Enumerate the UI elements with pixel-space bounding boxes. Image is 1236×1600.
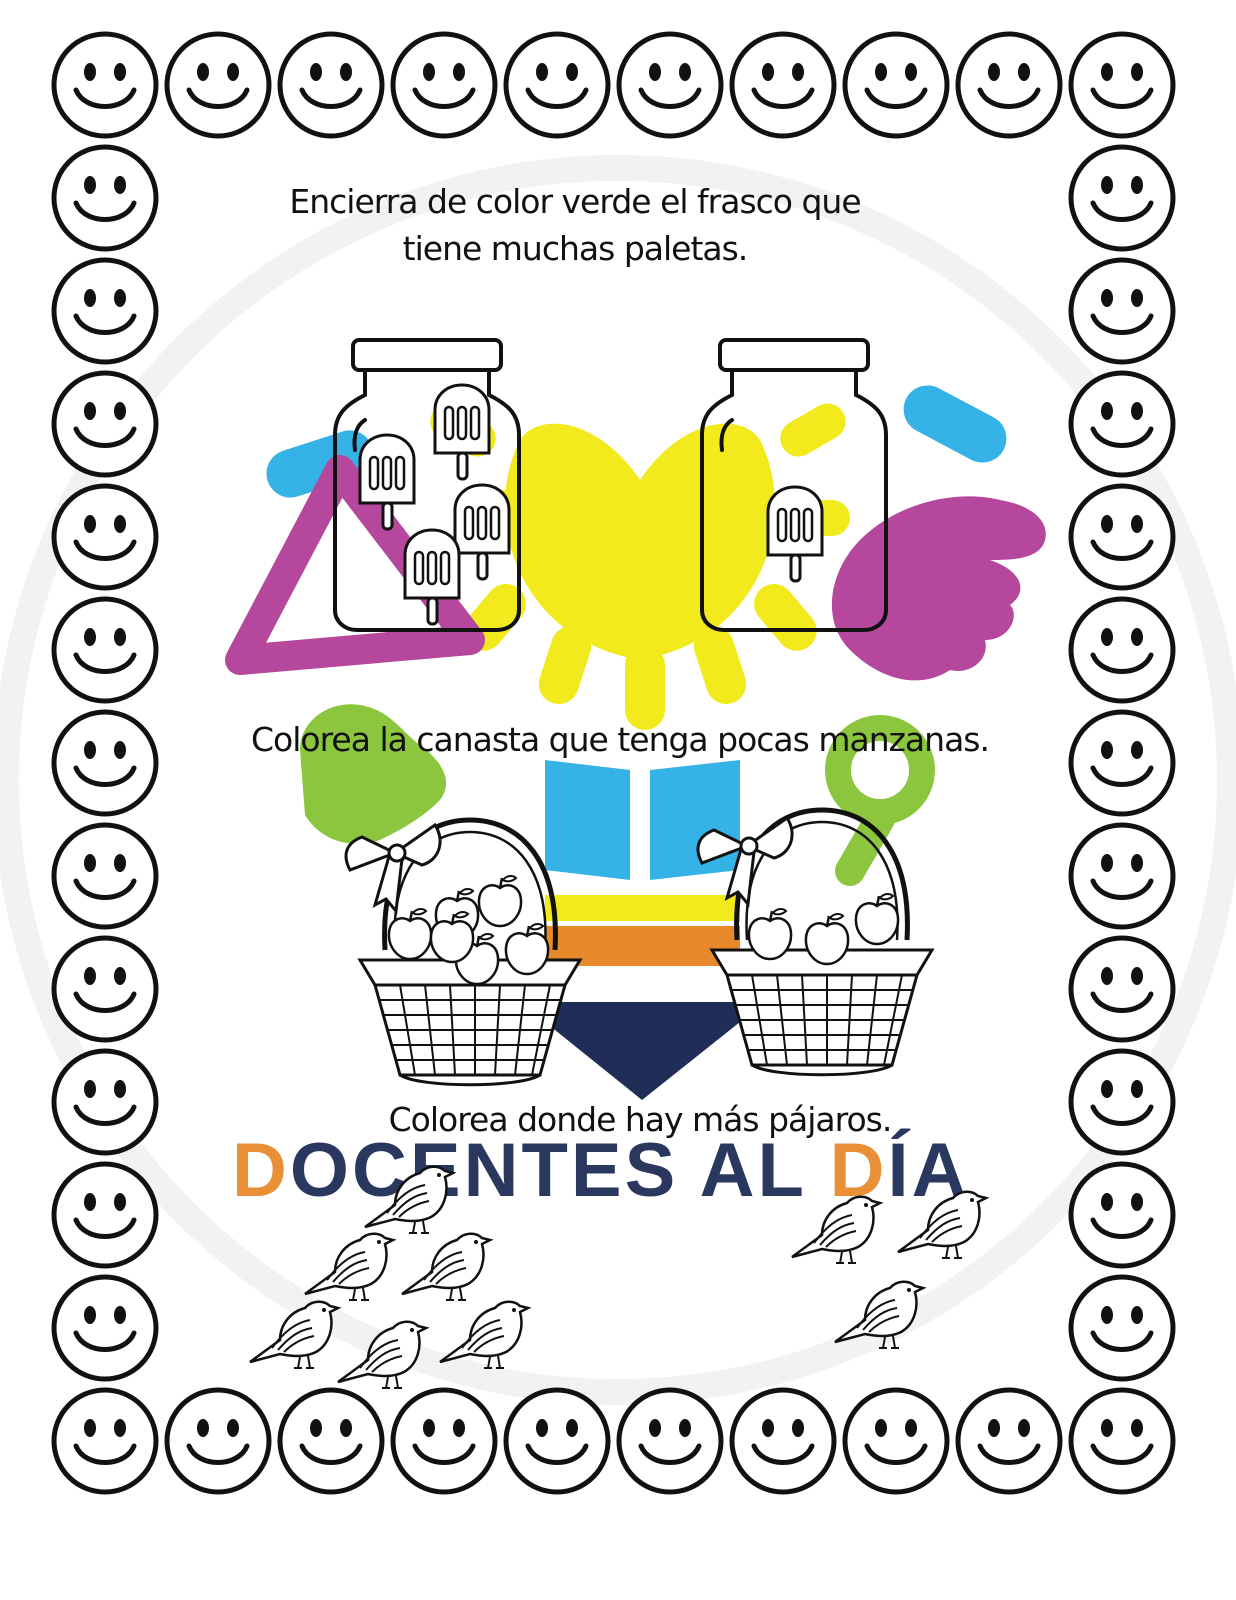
instruction-jars: Encierra de color verde el frasco que ti… xyxy=(255,178,895,272)
smiley-face-icon xyxy=(1067,256,1177,366)
bird-icon xyxy=(336,1320,428,1390)
smiley-face-icon xyxy=(615,30,725,140)
smiley-face-icon xyxy=(1067,1386,1177,1496)
smiley-face-icon xyxy=(1067,821,1177,931)
smiley-face-icon xyxy=(50,1160,160,1270)
instruction-jars-line-1: Encierra de color verde el frasco que xyxy=(289,182,861,221)
smiley-face-icon xyxy=(502,30,612,140)
bird-icon xyxy=(400,1232,492,1302)
popsicle-icon xyxy=(358,433,416,531)
smiley-face-icon xyxy=(1067,595,1177,705)
smiley-face-icon xyxy=(276,30,386,140)
smiley-face-icon xyxy=(276,1386,386,1496)
smiley-face-icon xyxy=(163,30,273,140)
smiley-face-icon xyxy=(1067,1047,1177,1157)
smiley-face-icon xyxy=(1067,1273,1177,1383)
birds-group-many xyxy=(248,1165,530,1390)
instruction-baskets: Colorea la canasta que tenga pocas manza… xyxy=(251,720,990,759)
bird-icon xyxy=(303,1232,395,1302)
smiley-face-icon xyxy=(163,1386,273,1496)
smiley-face-icon xyxy=(728,30,838,140)
bow-icon xyxy=(696,816,794,906)
smiley-face-icon xyxy=(954,30,1064,140)
smiley-face-icon xyxy=(841,1386,951,1496)
popsicle-icon xyxy=(766,485,824,583)
smiley-face-icon xyxy=(50,1273,160,1383)
green-hand-icon xyxy=(300,704,447,844)
apple-icon xyxy=(477,874,523,928)
smiley-face-icon xyxy=(1067,369,1177,479)
smiley-face-icon xyxy=(50,934,160,1044)
smiley-face-icon xyxy=(50,1386,160,1496)
smiley-face-icon xyxy=(1067,482,1177,592)
smiley-face-icon xyxy=(50,708,160,818)
pencil-icon xyxy=(545,895,740,1100)
smiley-face-icon xyxy=(50,482,160,592)
smiley-face-icon xyxy=(1067,30,1177,140)
smiley-face-icon xyxy=(728,1386,838,1496)
watermark-circle xyxy=(0,155,1236,1405)
smiley-face-icon xyxy=(1067,1160,1177,1270)
jar-few-popsicles xyxy=(700,338,888,632)
bird-icon xyxy=(896,1190,988,1260)
popsicle-icon xyxy=(403,528,461,626)
smiley-face-icon xyxy=(50,821,160,931)
birds-group-few xyxy=(790,1190,988,1350)
watermark-text-middle: OCENTES AL xyxy=(289,1128,830,1213)
popsicle-icon xyxy=(433,383,491,481)
jar-icon xyxy=(700,338,888,632)
bird-icon xyxy=(833,1280,925,1350)
bird-icon xyxy=(248,1300,340,1370)
smiley-face-icon xyxy=(389,1386,499,1496)
smiley-face-icon xyxy=(1067,143,1177,253)
magnifier-icon xyxy=(825,715,935,886)
smiley-face-icon xyxy=(615,1386,725,1496)
instruction-birds: Colorea donde hay más pájaros. xyxy=(388,1100,893,1139)
basket-few-apples xyxy=(696,810,932,1075)
popsicle-icon xyxy=(453,483,511,581)
bird-icon xyxy=(363,1165,455,1235)
smiley-face-icon xyxy=(1067,934,1177,1044)
cyan-strokes xyxy=(266,385,1007,498)
smiley-face-icon xyxy=(502,1386,612,1496)
smiley-face-icon xyxy=(50,369,160,479)
smiley-face-icon xyxy=(954,1386,1064,1496)
bird-icon xyxy=(438,1300,530,1370)
apple-icon xyxy=(804,912,850,966)
smiley-face-icon xyxy=(841,30,951,140)
apple-icon xyxy=(854,892,900,946)
bow-icon xyxy=(344,823,442,913)
smiley-face-icon xyxy=(50,595,160,705)
basket-many-apples xyxy=(344,820,580,1085)
smiley-face-icon xyxy=(50,256,160,366)
apple-icon xyxy=(747,907,793,961)
smiley-face-icon xyxy=(50,30,160,140)
watermark-letter-d-orange: D xyxy=(232,1128,290,1213)
jar-many-popsicles xyxy=(333,338,521,632)
apple-icon xyxy=(504,922,550,976)
instruction-jars-line-2: tiene muchas paletas. xyxy=(402,229,749,268)
smiley-face-icon xyxy=(50,1047,160,1157)
smiley-face-icon xyxy=(50,143,160,253)
smiley-face-icon xyxy=(1067,708,1177,818)
smiley-face-icon xyxy=(389,30,499,140)
watermark-brand-text: DOCENTES AL DÍA xyxy=(232,1127,1062,1214)
bird-icon xyxy=(790,1195,882,1265)
